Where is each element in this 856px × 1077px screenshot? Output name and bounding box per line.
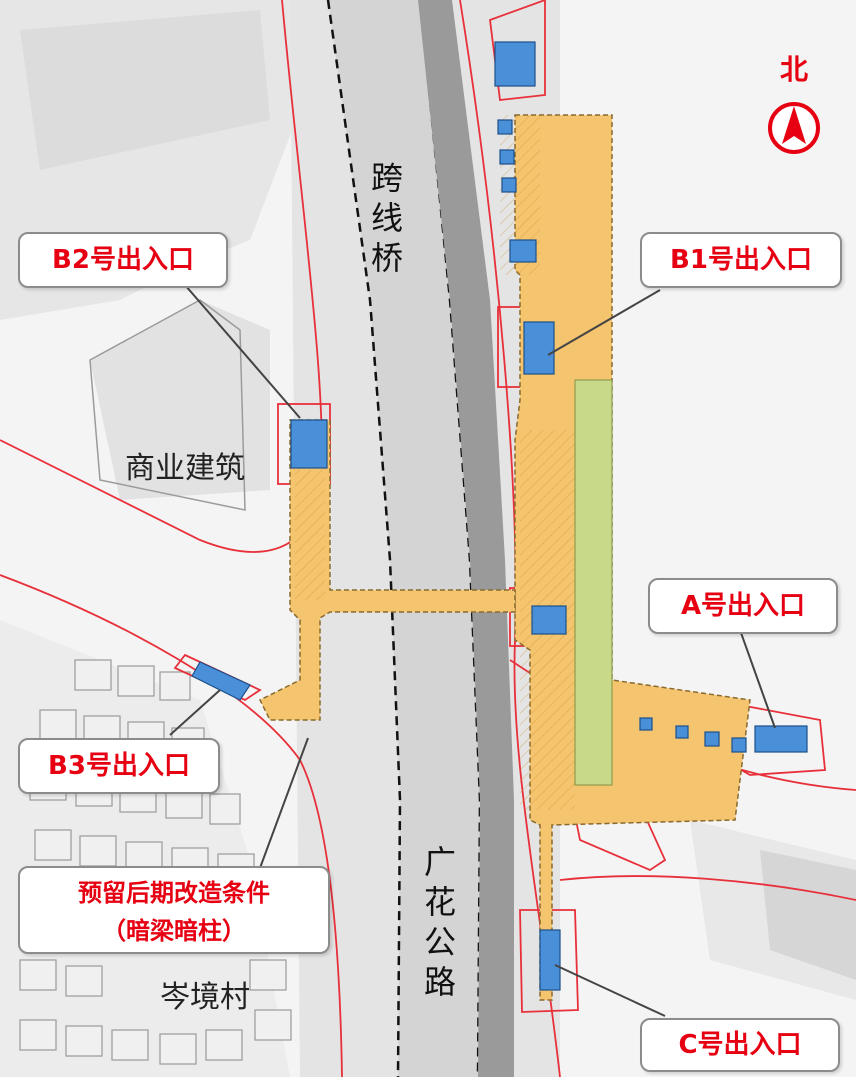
callout-entrance-b3-label: B3号出入口 (48, 751, 190, 781)
commercial-building-block (90, 300, 270, 500)
commercial-building-outline (89, 299, 246, 511)
stair-hatching-west (295, 470, 325, 600)
bridge-edge-west (326, 0, 402, 1077)
north-arrow-icon (768, 102, 820, 154)
callout-reserve-line2: （暗梁暗柱） (102, 917, 246, 945)
road-label: 广花公路 (423, 843, 456, 1001)
callout-entrance-b1-label: B1号出入口 (670, 245, 812, 275)
village-label: 岑境村 (160, 980, 250, 1015)
callout-reserve-line1: 预留后期改造条件 (78, 879, 270, 907)
building-outline-northwest (20, 10, 270, 170)
entrance-mid-block (531, 605, 567, 635)
callout-entrance-b2-label: B2号出入口 (52, 245, 194, 275)
callout-entrance-b3[interactable]: B3号出入口 (18, 738, 220, 794)
guanghua-road (418, 0, 514, 1077)
entrance-blocks (191, 41, 808, 991)
platform-area (574, 379, 613, 786)
callout-leaders (169, 284, 776, 1017)
entrance-north-block (494, 41, 536, 87)
callout-entrance-a-label: A号出入口 (680, 591, 806, 621)
callout-entrance-c-label: C号出入口 (678, 1030, 802, 1060)
building-southeast (760, 850, 856, 980)
callout-entrance-b1[interactable]: B1号出入口 (640, 232, 842, 288)
entrance-b1-block[interactable] (523, 321, 555, 375)
bridge-label: 跨线桥 (370, 159, 403, 277)
commercial-building-label: 商业建筑 (125, 451, 245, 486)
callout-reserve-conditions[interactable]: 预留后期改造条件 （暗梁暗柱） (18, 866, 330, 954)
callout-entrance-b2[interactable]: B2号出入口 (18, 232, 228, 288)
north-stair-block (509, 239, 537, 263)
entrance-c-block[interactable] (539, 929, 561, 991)
entrance-b3-block[interactable] (191, 661, 251, 701)
north-label: 北 (780, 53, 809, 86)
entrance-a-block[interactable] (754, 725, 808, 753)
callout-entrance-a[interactable]: A号出入口 (648, 578, 838, 634)
entrance-b2-block[interactable] (290, 419, 328, 469)
callout-entrance-c[interactable]: C号出入口 (640, 1018, 840, 1072)
